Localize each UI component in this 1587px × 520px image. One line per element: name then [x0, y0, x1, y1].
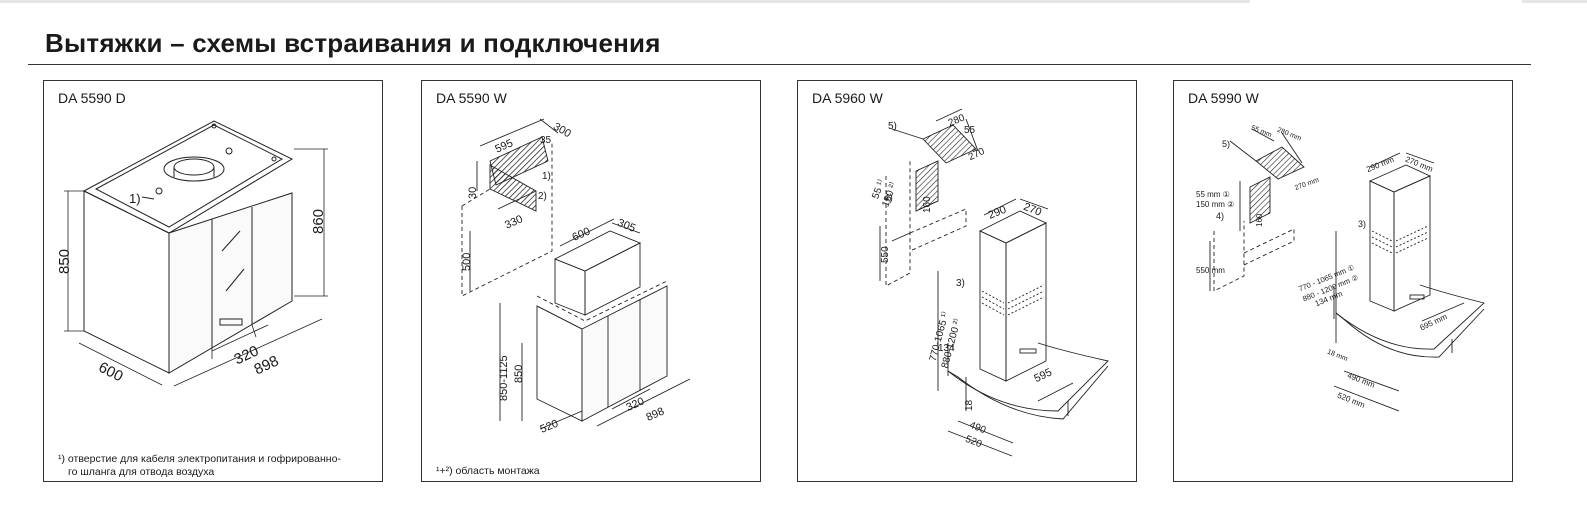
- dim-134: 134: [938, 343, 955, 354]
- dim-280mm: 280 mm: [1276, 127, 1302, 143]
- cabinet-top-face: [82, 120, 294, 234]
- dim-270mm-a: 270 mm: [1294, 177, 1320, 192]
- dim-55mm-1: 55 mm ①: [1196, 190, 1230, 199]
- panel-da5960w: DA 5960 W: [797, 80, 1137, 482]
- panel-model-title: DA 5590 W: [436, 90, 507, 106]
- dim-850-1125: 850-1125: [498, 355, 510, 401]
- duct-collar-outer: [163, 156, 225, 182]
- callout-4: 4): [884, 193, 893, 204]
- dim-300: 300: [551, 121, 573, 141]
- callout-3: 3): [1358, 219, 1366, 229]
- dim-490mm: 490 mm: [1346, 371, 1376, 390]
- callout-1: 1): [129, 191, 141, 206]
- dim-550: 550: [880, 246, 891, 263]
- dim-55mm: 55 mm: [1250, 125, 1273, 140]
- diagram-da5960w: 280 55 270 5) 55 ¹⁾ 150 ²⁾ 4) 160 550 29…: [870, 108, 1109, 457]
- callout-3: 3): [956, 278, 965, 289]
- footnote-line-2: го шланга для отвода воздуха: [68, 466, 215, 478]
- dim-600: 600: [570, 225, 592, 243]
- dim-520mm: 520 mm: [1336, 391, 1366, 410]
- dim-500: 500: [461, 253, 473, 271]
- callout-2: 2): [538, 191, 547, 202]
- duct-collar-inner: [173, 158, 215, 176]
- top-decor-segment-left: [0, 0, 1250, 3]
- panel-da5590w: DA 5590 W: [421, 80, 761, 482]
- callout-4: 4): [1216, 211, 1224, 221]
- footnote-line-1: ¹+²) область монтажа: [436, 465, 540, 477]
- dim-550mm: 550 mm: [1196, 266, 1225, 275]
- callout-1: 1): [542, 171, 551, 182]
- dim-595: 595: [1032, 366, 1054, 385]
- page-title: Вытяжки – схемы встраивания и подключени…: [45, 28, 661, 58]
- cabinet-front-face: [168, 192, 293, 374]
- diagram-da5590w: 595 300 35 30 330 500 600 305 850-1125 8…: [461, 118, 691, 436]
- footnote-line-1: ¹) отверстие для кабеля электропитания и…: [58, 453, 341, 465]
- dim-330: 330: [503, 213, 525, 231]
- dim-270b: 270: [1022, 201, 1044, 219]
- dim-160: 160: [922, 196, 933, 213]
- dim-850: 850: [513, 365, 525, 383]
- dim-150mm-2: 150 mm ②: [1196, 200, 1234, 209]
- panel-model-title: DA 5590 D: [58, 90, 126, 106]
- dim-520: 520: [964, 434, 984, 451]
- cabinet-left-face: [83, 190, 170, 374]
- dim-18: 18: [964, 399, 975, 411]
- panel-da5590d: DA 5590 D: [43, 80, 383, 482]
- diagram-da5590d: 850 860 600 898 320 1): [56, 120, 328, 387]
- dim-600: 600: [96, 359, 126, 386]
- dim-850: 850: [56, 249, 73, 274]
- callout-5: 5): [1222, 139, 1230, 149]
- dim-160: 160: [1255, 213, 1264, 227]
- top-decor-segment-right: [1522, 0, 1587, 3]
- dim-55: 55: [964, 125, 976, 136]
- dim-35: 35: [540, 135, 552, 146]
- callout-5: 5): [888, 121, 897, 132]
- panel-model-title: DA 5990 W: [1188, 90, 1259, 106]
- dim-898: 898: [644, 405, 666, 423]
- dim-30: 30: [467, 187, 479, 199]
- dim-860: 860: [310, 209, 327, 234]
- dim-18mm: 18 mm: [1326, 349, 1349, 364]
- panel-da5990w: DA 5990 W: [1173, 80, 1513, 482]
- top-decor-bar: [0, 0, 1587, 4]
- panel-model-title: DA 5960 W: [812, 90, 883, 106]
- diagram-da5990w: 55 mm 280 mm 270 mm 5) 55 mm ① 150 mm ② …: [1196, 125, 1485, 412]
- dim-520: 520: [539, 418, 561, 436]
- cabinet-top-rim: [94, 124, 284, 228]
- dim-305: 305: [616, 217, 638, 235]
- title-divider: [28, 64, 1531, 65]
- dim-695mm: 695 mm: [1419, 312, 1449, 333]
- dim-320: 320: [624, 395, 646, 413]
